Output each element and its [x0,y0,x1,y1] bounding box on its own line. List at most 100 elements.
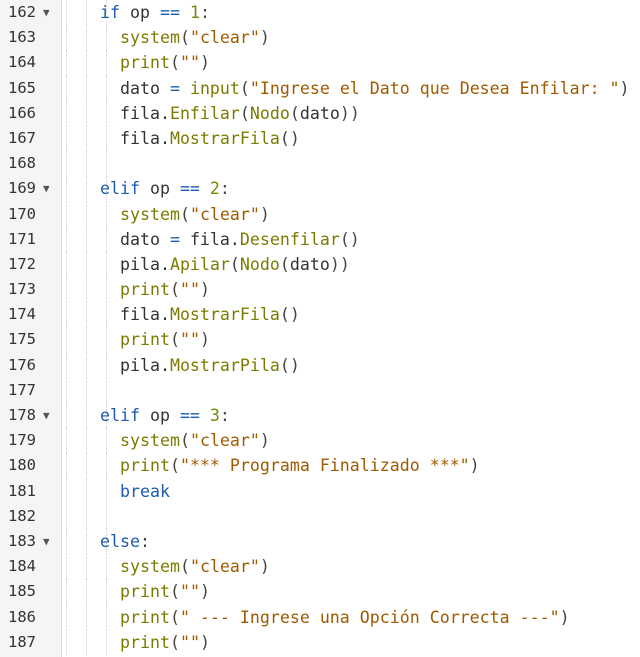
code-text[interactable]: pila.MostrarPila() [120,353,300,378]
indent-guide [86,579,87,605]
indent-guide [86,554,87,580]
code-line[interactable]: 168 [0,151,640,177]
code-text[interactable]: system("clear") [120,25,270,50]
indent-guide [66,226,67,252]
indent-guide [66,125,67,152]
code-token: ( [169,607,180,627]
code-token: ) [619,78,630,98]
indent-guide [66,151,67,177]
indent-guide [86,176,87,202]
code-text[interactable]: else: [100,529,150,554]
code-text[interactable]: print("") [120,327,210,352]
indent-guide [86,352,87,378]
code-token: print [120,456,170,476]
fold-arrow-icon[interactable]: ▼ [43,182,50,196]
code-text[interactable]: break [120,479,170,504]
code-text[interactable]: elif op == 2: [100,176,230,201]
code-text[interactable]: system("clear") [120,428,270,453]
code-token: 1 [189,3,200,22]
code-token: print [120,53,170,73]
code-text[interactable]: print("") [120,50,210,75]
line-number: 185 [8,582,36,601]
indent-guide [86,629,87,655]
code-token: print [120,607,170,627]
code-text[interactable]: pila.Apilar(Nodo(dato)) [120,252,350,277]
code-token: print [120,280,170,300]
code-text[interactable]: fila.Enfilar(Nodo(dato)) [120,101,360,126]
indent-guide [66,251,67,278]
code-token: print [120,330,170,350]
indent-guide [106,75,107,101]
indent-guide [66,377,67,403]
code-text[interactable]: print("*** Programa Finalizado ***") [120,453,480,478]
fold-arrow-icon[interactable]: ▼ [43,534,50,548]
code-line[interactable]: 185 print("") [0,579,640,605]
indent-guide [106,176,107,202]
code-line[interactable]: 178▼elif op == 3: [0,403,640,429]
code-text[interactable]: fila.MostrarFila() [120,126,300,151]
code-token: "clear" [189,431,260,451]
code-line[interactable]: 164 print("") [0,50,640,76]
code-text[interactable]: print("") [120,630,210,655]
code-text[interactable]: system("clear") [120,554,270,579]
code-line[interactable]: 162▼if op == 1: [0,0,640,26]
indent-guide [106,50,107,76]
code-text[interactable]: fila.MostrarFila() [120,302,300,327]
code-text[interactable]: if op == 1: [100,0,210,25]
fold-arrow-icon[interactable]: ▼ [43,6,50,19]
code-token: ( [239,78,250,98]
indent-guide [66,277,67,303]
code-token: "clear" [189,204,260,224]
code-text[interactable]: system("clear") [120,202,270,227]
indent-guide [66,327,67,353]
code-token: ( [169,280,180,300]
code-line[interactable]: 182 [0,503,640,529]
code-token: print [120,632,170,652]
line-number: 184 [8,557,36,576]
code-token: input [189,78,240,98]
code-text[interactable]: print(" --- Ingrese una Opción Correcta … [120,605,570,630]
line-number: 164 [8,53,36,72]
code-line[interactable]: 165 dato = input("Ingrese el Dato que Des… [0,75,640,101]
code-token: fila. [179,229,240,249]
code-text[interactable]: dato = fila.Desenfilar() [120,227,360,252]
code-line[interactable]: 184 system("clear") [0,554,640,580]
line-number-gutter [0,0,62,657]
code-text[interactable]: elif op == 3: [100,403,230,428]
indent-guide [106,201,107,227]
code-text[interactable]: print("") [120,579,210,604]
code-text[interactable]: print("") [120,277,210,302]
code-token: 2 [209,179,220,199]
code-token: Nodo [249,103,290,123]
indent-guide [106,0,107,26]
indent-guide [66,100,67,126]
code-line[interactable]: 169▼elif op == 2: [0,176,640,202]
fold-arrow-icon[interactable]: ▼ [43,409,50,422]
line-number: 183 [8,531,36,550]
code-line[interactable]: 177 [0,377,640,403]
code-token: == [179,179,200,199]
indent-guide [106,277,107,303]
code-token: MostrarPila [169,355,280,375]
code-token: ( [289,103,300,123]
code-line[interactable]: 183 ▼ else: [0,528,640,555]
code-text[interactable]: dato = input("Ingrese el Dato que Desea … [120,76,630,101]
line-number: 165 [8,78,36,97]
